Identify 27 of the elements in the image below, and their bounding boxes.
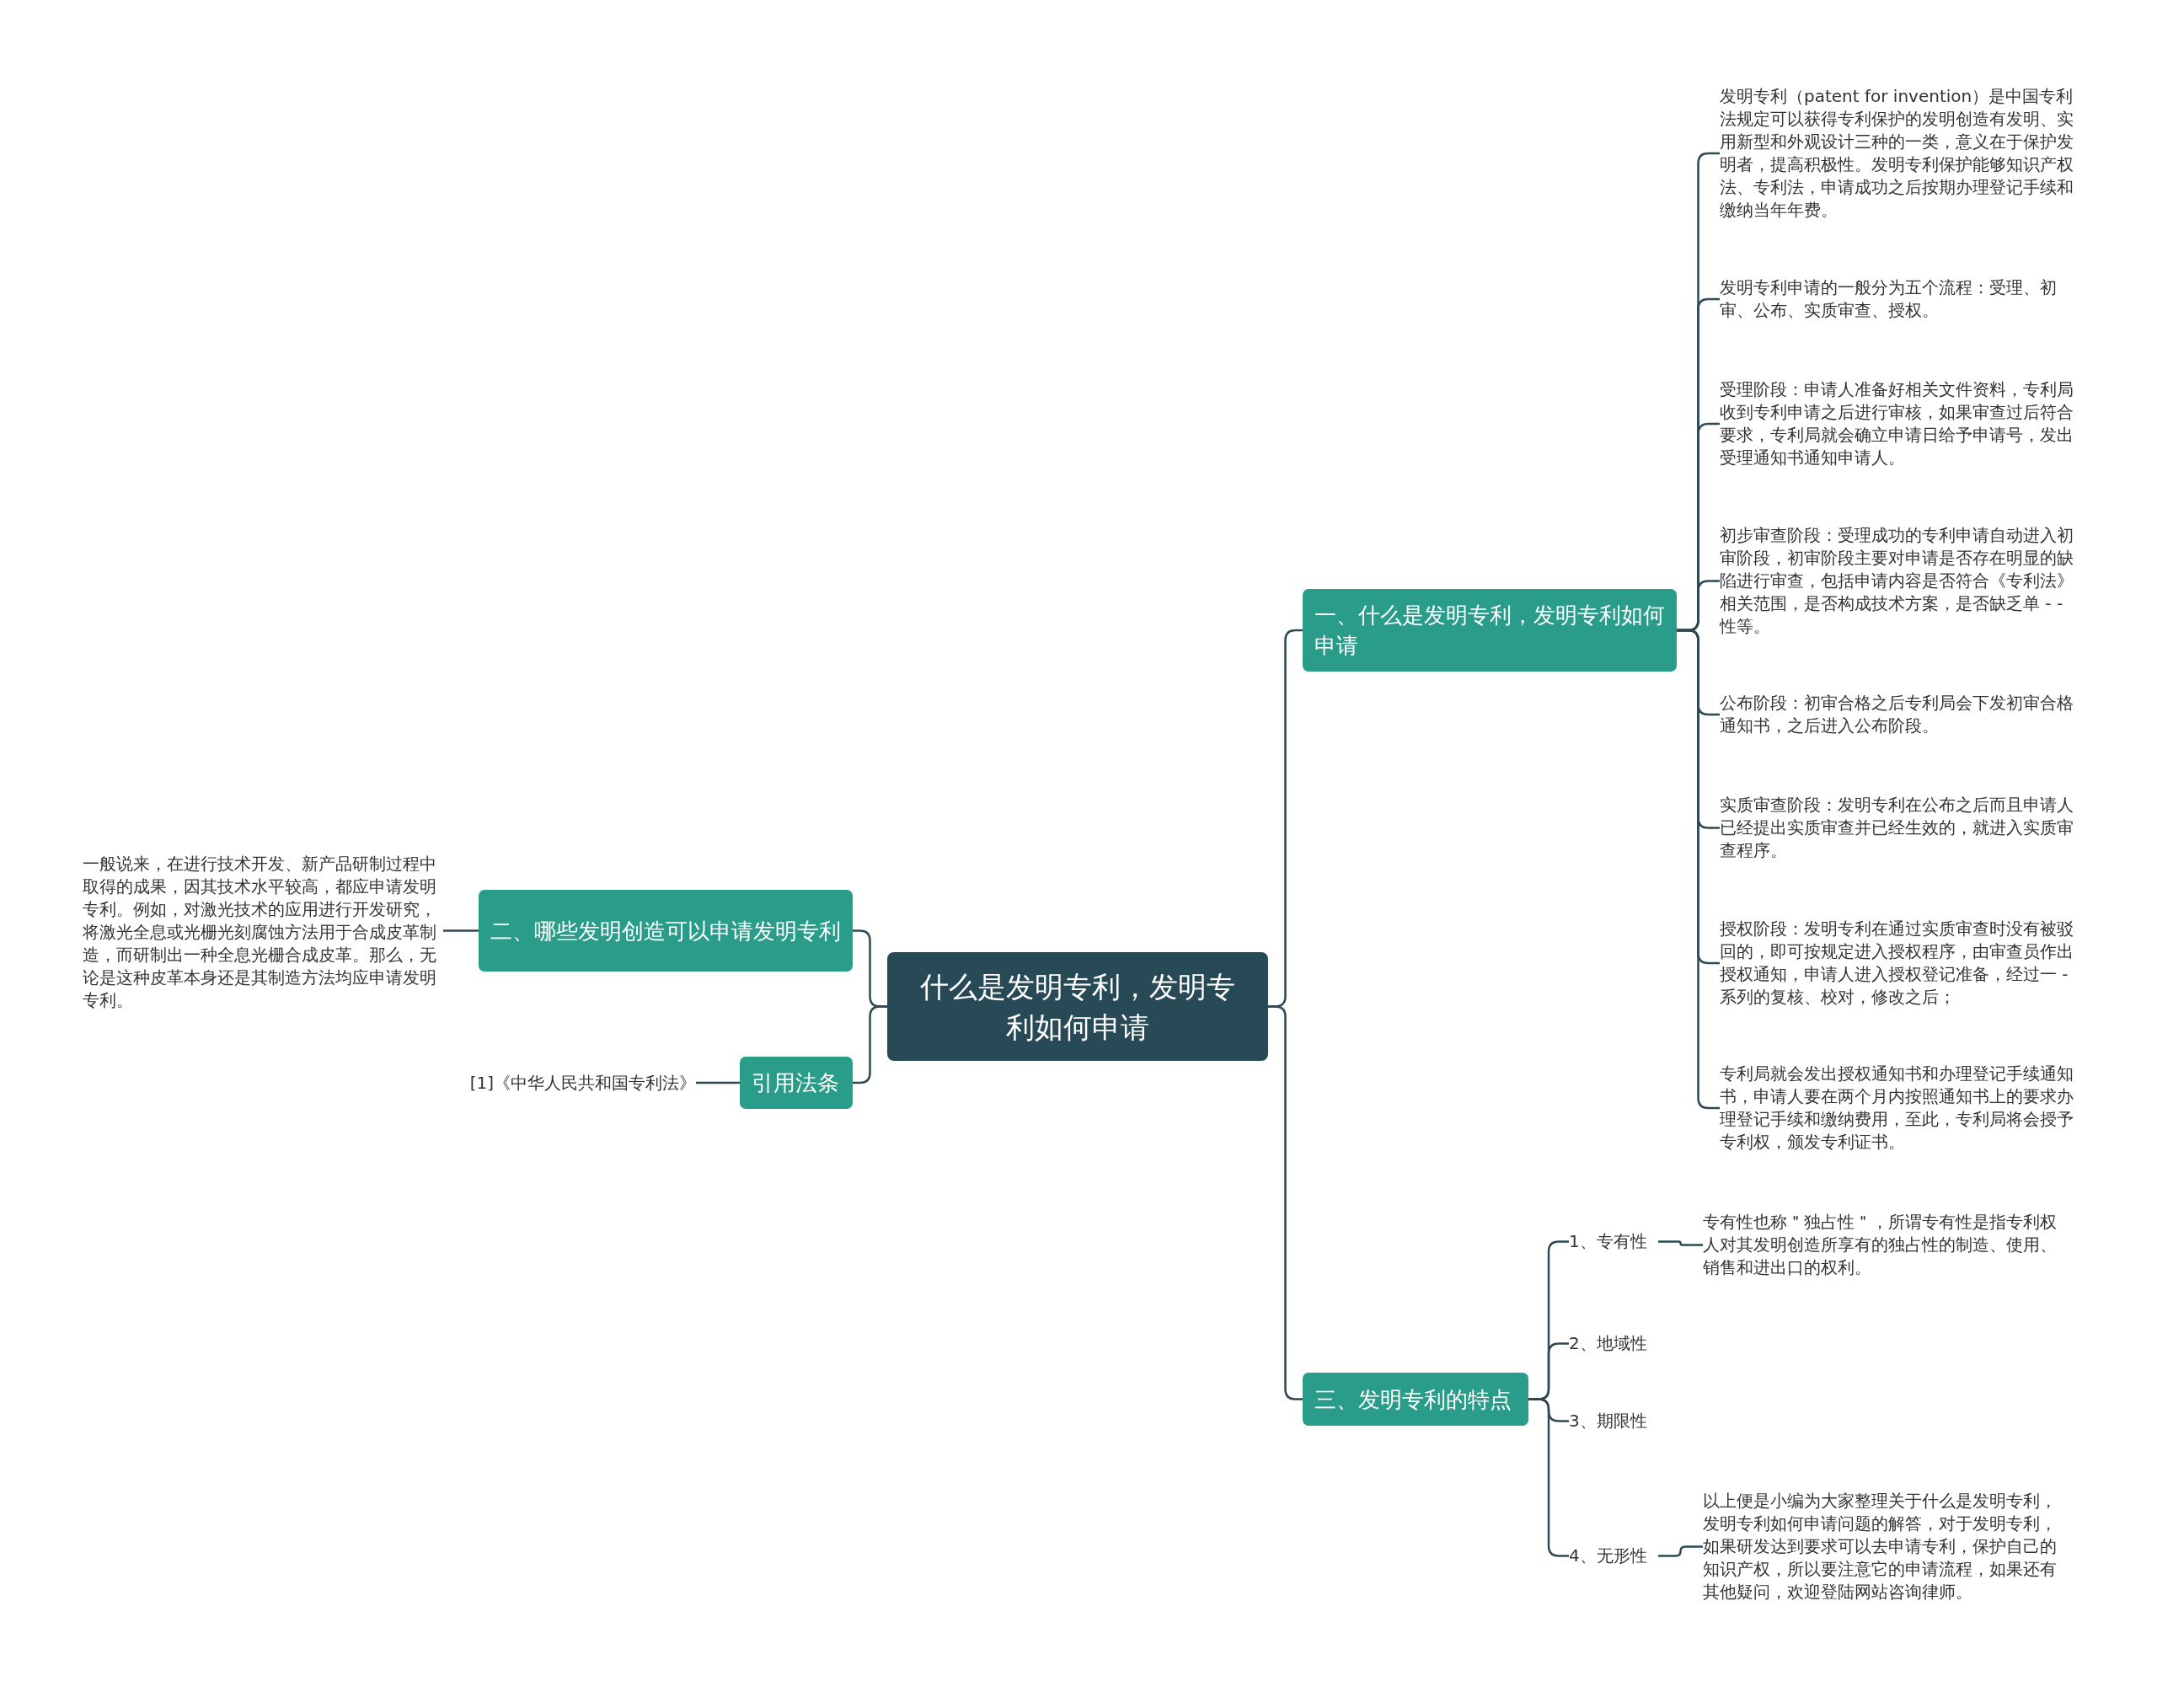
note-text: 2、地域性 [1569, 1332, 1658, 1355]
connector-line [443, 929, 479, 932]
note-text: 授权阶段：发明专利在通过实质审查时没有被驳回的，即可按规定进入授权程序，由审查员作出授权通知，申请人进入授权登记准备，经过一 - 系列的复核、校对，修改之后； [1720, 918, 2082, 1009]
note-text: 发明专利（patent for invention）是中国专利法规定可以获得专利保护的发明创造有发明、实用新型和外观设计三种的一类，意义在于保护发明者，提高积极性。发明专利保护能够知识产权法、专利法，申请成功之后按期办理登记手续和缴纳当年年费。 [1720, 85, 2082, 222]
note-text: 初步审查阶段：受理成功的专利申请自动进入初审阶段，初审阶段主要对申请是否存在明显的缺陷进行审查，包括申请内容是否符合《专利法》相关范围，是否构成技术方案，是否缺乏单 - - 性等。 [1720, 524, 2082, 638]
note-text: 3、期限性 [1569, 1410, 1658, 1432]
note-text: 发明专利申请的一般分为五个流程：受理、初审、公布、实质审查、授权。 [1720, 276, 2082, 322]
note-text: 公布阶段：初审合格之后专利局会下发初审合格通知书，之后进入公布阶段。 [1720, 692, 2082, 737]
connector-line [696, 1081, 740, 1084]
connector-line [1658, 1240, 1703, 1246]
topic-box: 三、发明专利的特点 [1303, 1373, 1528, 1426]
connector-line [1658, 1545, 1703, 1557]
note-text: 受理阶段：申请人准备好相关文件资料，专利局收到专利申请之后进行审核，如果审查过后符合要求，专利局就会确立申请日给予申请号，发出受理通知书通知申请人。 [1720, 378, 2082, 469]
topic-box: 引用法条 [740, 1057, 853, 1109]
central-topic-box: 什么是发明专利，发明专利如何申请 [887, 952, 1268, 1061]
note-text: 1、专有性 [1569, 1230, 1658, 1253]
note-text: 实质审查阶段：发明专利在公布之后而且申请人已经提出实质审查并已经生效的，就进入实质审查程序。 [1720, 794, 2082, 862]
note-text: [1]《中华人民共和国专利法》 [438, 1072, 696, 1095]
note-text: 专有性也称＂独占性＂，所谓专有性是指专利权人对其发明创造所享有的独占性的制造、使用、销售和进出口的权利。 [1703, 1211, 2067, 1279]
note-text: 4、无形性 [1569, 1545, 1658, 1567]
topic-box: 二、哪些发明创造可以申请发明专利 [479, 890, 853, 972]
connector-line [853, 1005, 887, 1084]
connector-line [1268, 1005, 1303, 1400]
note-text: 以上便是小编为大家整理关于什么是发明专利，发明专利如何申请问题的解答，对于发明专利，如果研发达到要求可以去申请专利，保护自己的知识产权，所以要注意它的申请流程，如果还有其他疑问，欢迎登陆网站咨询律师。 [1703, 1490, 2067, 1604]
topic-box: 一、什么是发明专利，发明专利如何申请 [1303, 589, 1677, 672]
note-text: 专利局就会发出授权通知书和办理登记手续通知书，申请人要在两个月内按照通知书上的要求办理登记手续和缴纳费用，至此，专利局将会授予专利权，颁发专利证书。 [1720, 1063, 2082, 1154]
note-text: 一般说来，在进行技术开发、新产品研制过程中取得的成果，因其技术水平较高，都应申请发明专利。例如，对激光技术的应用进行开发研究，将激光全息或光栅光刻腐蚀方法用于合成皮革制造，而研制出一种全息光栅合成皮革。那么，无论是这种皮革本身还是其制造方法均应申请发明专利。 [83, 853, 443, 1012]
